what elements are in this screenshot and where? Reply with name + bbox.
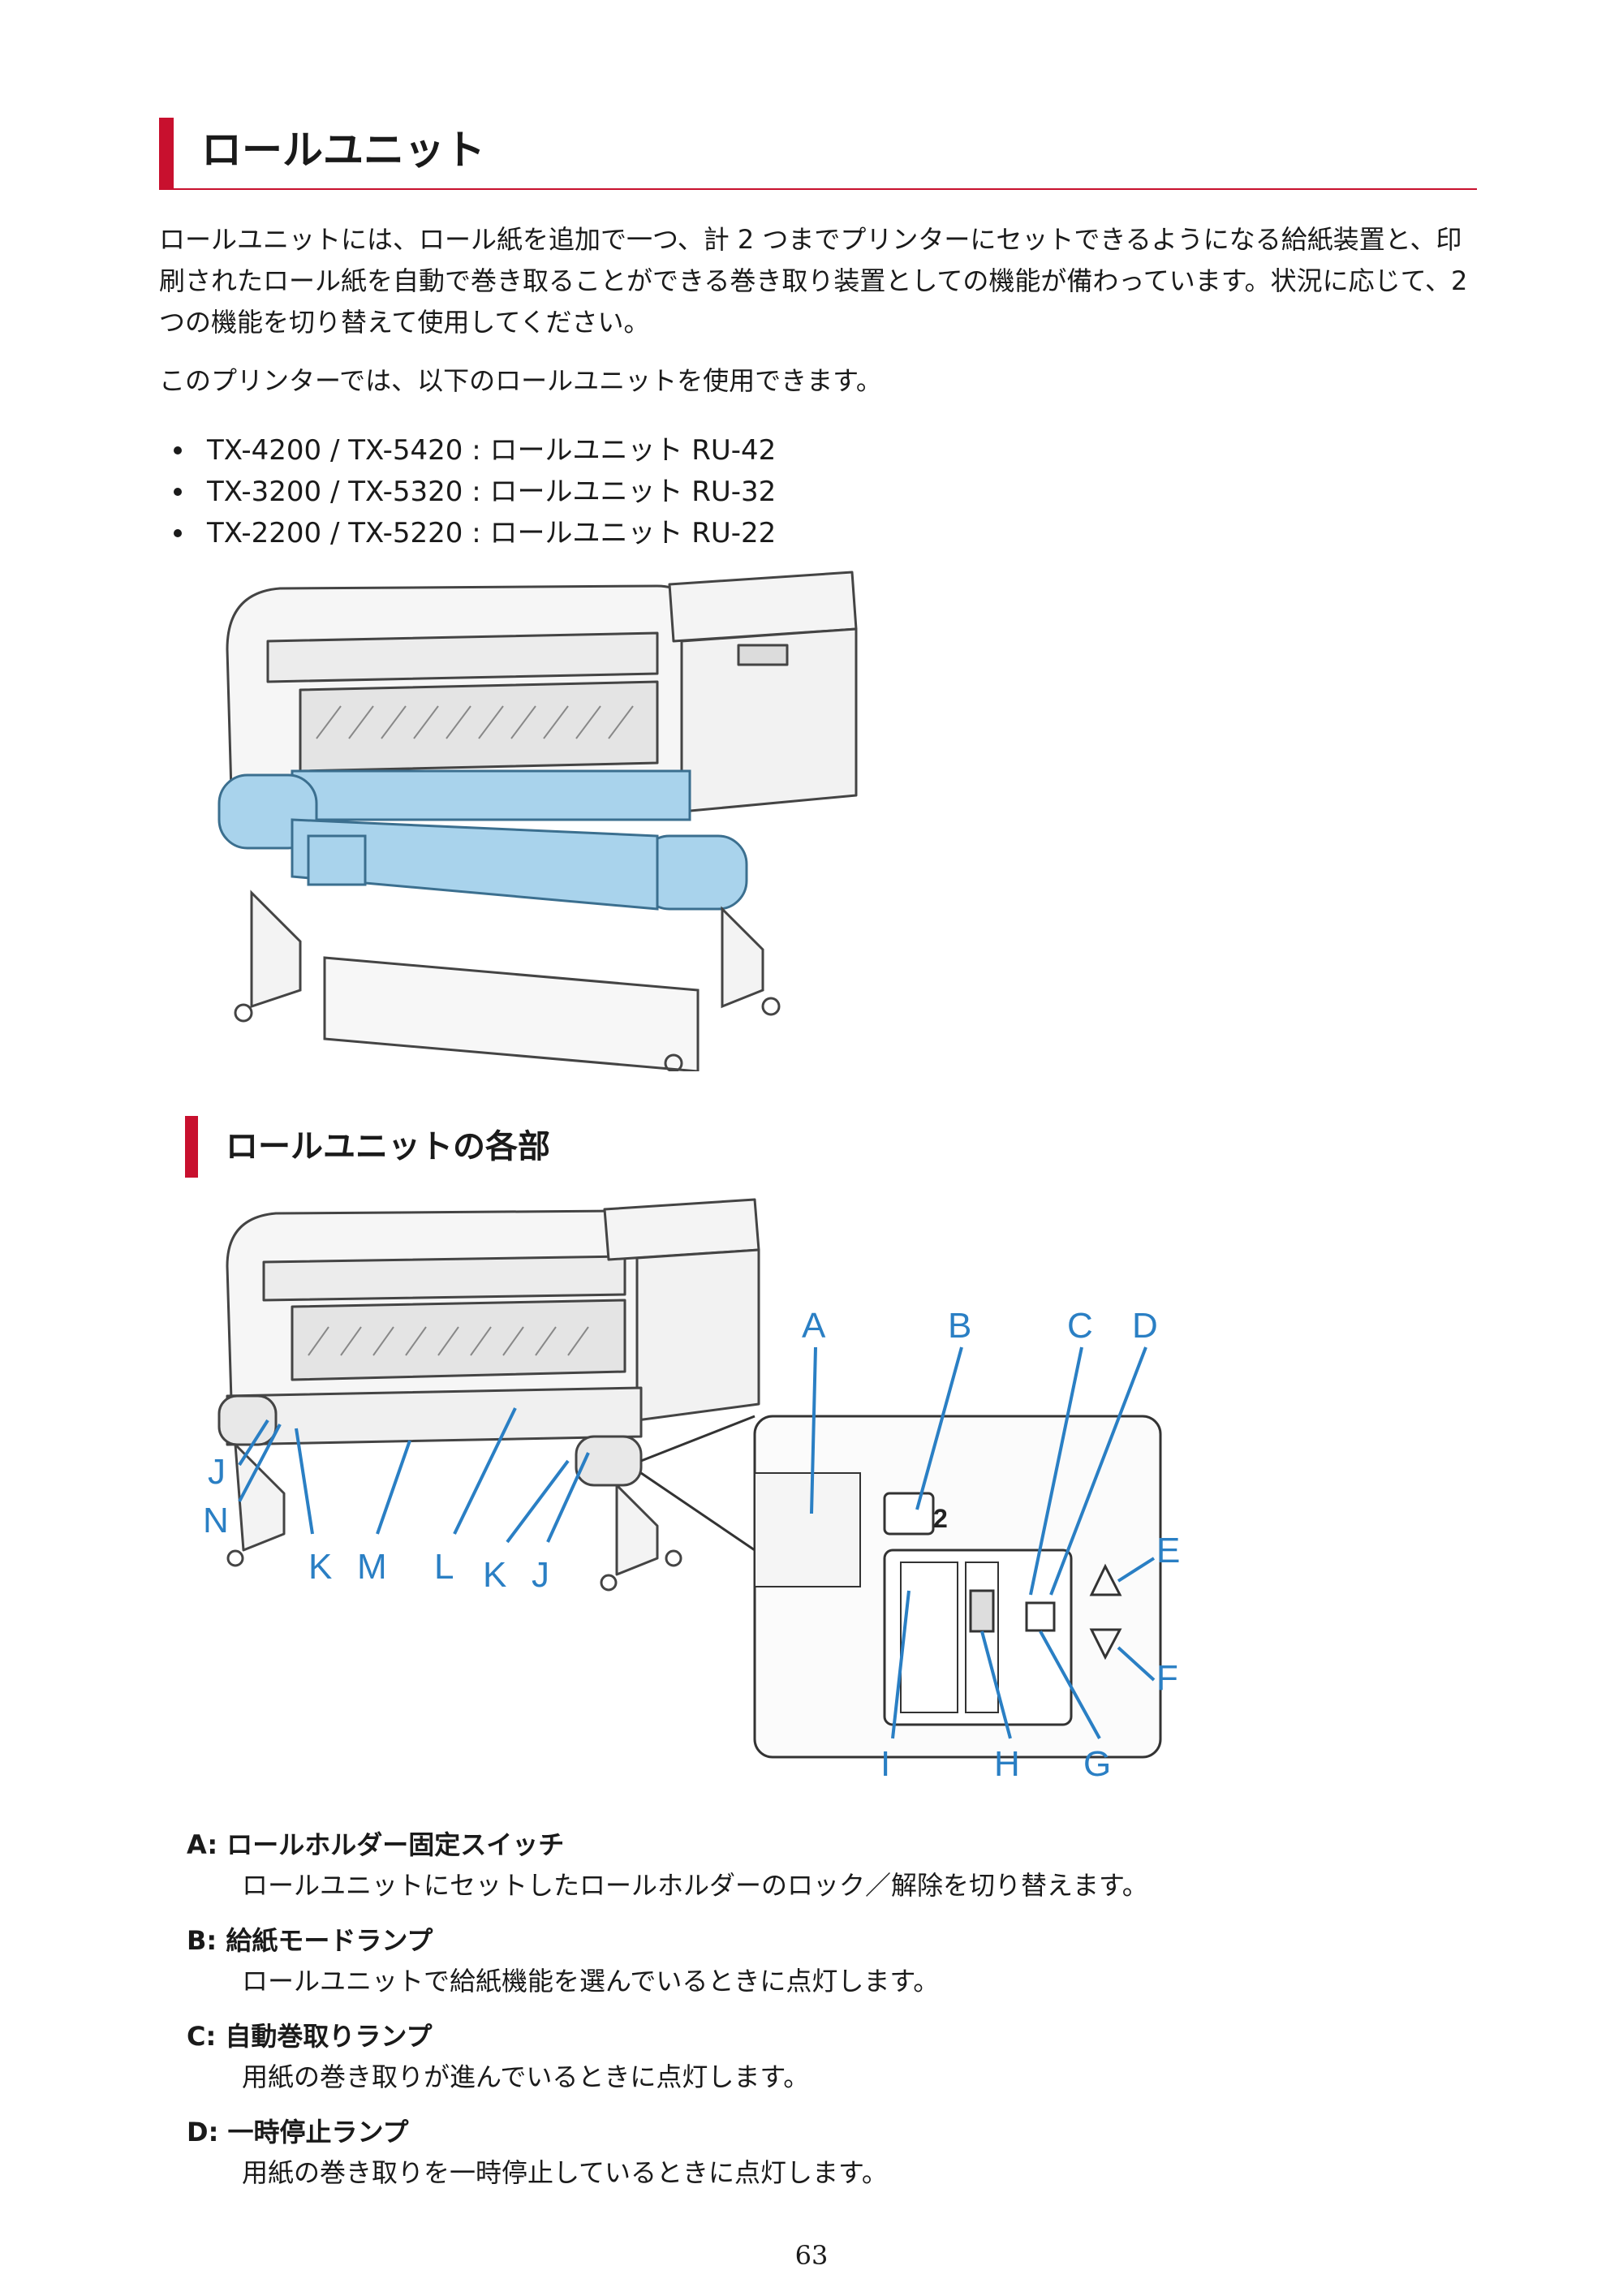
part-description: ロールユニットで給紙機能を選んでいるときに点灯します。 [242, 1966, 940, 1997]
callout-d: D [1132, 1306, 1158, 1346]
callout-k: K [308, 1547, 332, 1587]
part-title: C: 自動巻取りランプ [187, 2021, 433, 2052]
callout-e: E [1156, 1531, 1180, 1570]
heading-rule [159, 188, 1477, 190]
callout-lines [238, 1346, 1156, 1739]
page-title: ロールユニット [201, 127, 485, 174]
operation-panel-detail [640, 1415, 1162, 1759]
list-item: D: 一時停止ランプ 用紙の巻き取りを一時停止しているときに点灯します。 [187, 2112, 1453, 2208]
part-title: D: 一時停止ランプ [187, 2117, 409, 2147]
part-description: 用紙の巻き取りが進んでいるときに点灯します。 [242, 2061, 810, 2092]
roll-unit-parts-diagram: 2 A B C D E F G H I J K L M N K J [203, 1198, 1180, 1784]
callout-h: H [994, 1744, 1020, 1784]
subheading-accent-bar [185, 1116, 198, 1178]
section-subtitle: ロールユニットの各部 [226, 1128, 550, 1165]
callout-i: I [880, 1744, 890, 1784]
printer-body [217, 1198, 760, 1592]
callout-m: M [357, 1547, 387, 1587]
printer-roll-unit-illustration [217, 571, 858, 1071]
part-description: ロールユニットにセットしたロールホルダーのロック／解除を切り替えます。 [242, 1870, 1148, 1901]
lead-paragraph: このプリンターでは、以下のロールユニットを使用できます。 [159, 365, 882, 396]
intro-paragraph: ロールユニットには、ロール紙を追加で一つ、計 2 つまでプリンターにセットできる… [159, 224, 1468, 338]
callout-b: B [948, 1306, 971, 1346]
part-title: B: 給紙モードランプ [187, 1925, 433, 1956]
parts-description-list: A: ロールホルダー固定スイッチ ロールユニットにセットしたロールホルダーのロッ… [187, 1824, 1453, 2208]
list-item: C: 自動巻取りランプ 用紙の巻き取りが進んでいるときに点灯します。 [187, 2016, 1453, 2112]
callout-j: J [532, 1555, 549, 1595]
callout-j: J [208, 1452, 226, 1492]
callout-l: L [434, 1547, 454, 1587]
callout-a: A [802, 1306, 826, 1346]
heading-accent-bar [159, 118, 174, 189]
part-description: 用紙の巻き取りを一時停止しているときに点灯します。 [242, 2157, 888, 2188]
callout-f: F [1156, 1658, 1178, 1698]
panel-counter: 2 [933, 1504, 948, 1533]
list-item: TX-4200 / TX-5420 : ロールユニット RU-42 [170, 430, 776, 472]
model-list: TX-4200 / TX-5420 : ロールユニット RU-42 TX-320… [170, 430, 776, 554]
list-item: A: ロールホルダー固定スイッチ ロールユニットにセットしたロールホルダーのロッ… [187, 1824, 1453, 1920]
callout-k: K [483, 1555, 506, 1595]
list-item: TX-2200 / TX-5220 : ロールユニット RU-22 [170, 513, 776, 554]
callout-labels: A B C D E F G H I J K L M N K J [203, 1306, 1180, 1784]
list-item: B: 給紙モードランプ ロールユニットで給紙機能を選んでいるときに点灯します。 [187, 1920, 1453, 2016]
part-title: A: ロールホルダー固定スイッチ [187, 1829, 565, 1860]
page-number: 63 [794, 2240, 829, 2271]
list-item: TX-3200 / TX-5320 : ロールユニット RU-32 [170, 472, 776, 513]
callout-c: C [1067, 1306, 1093, 1346]
callout-g: G [1083, 1744, 1111, 1784]
callout-n: N [203, 1501, 229, 1540]
